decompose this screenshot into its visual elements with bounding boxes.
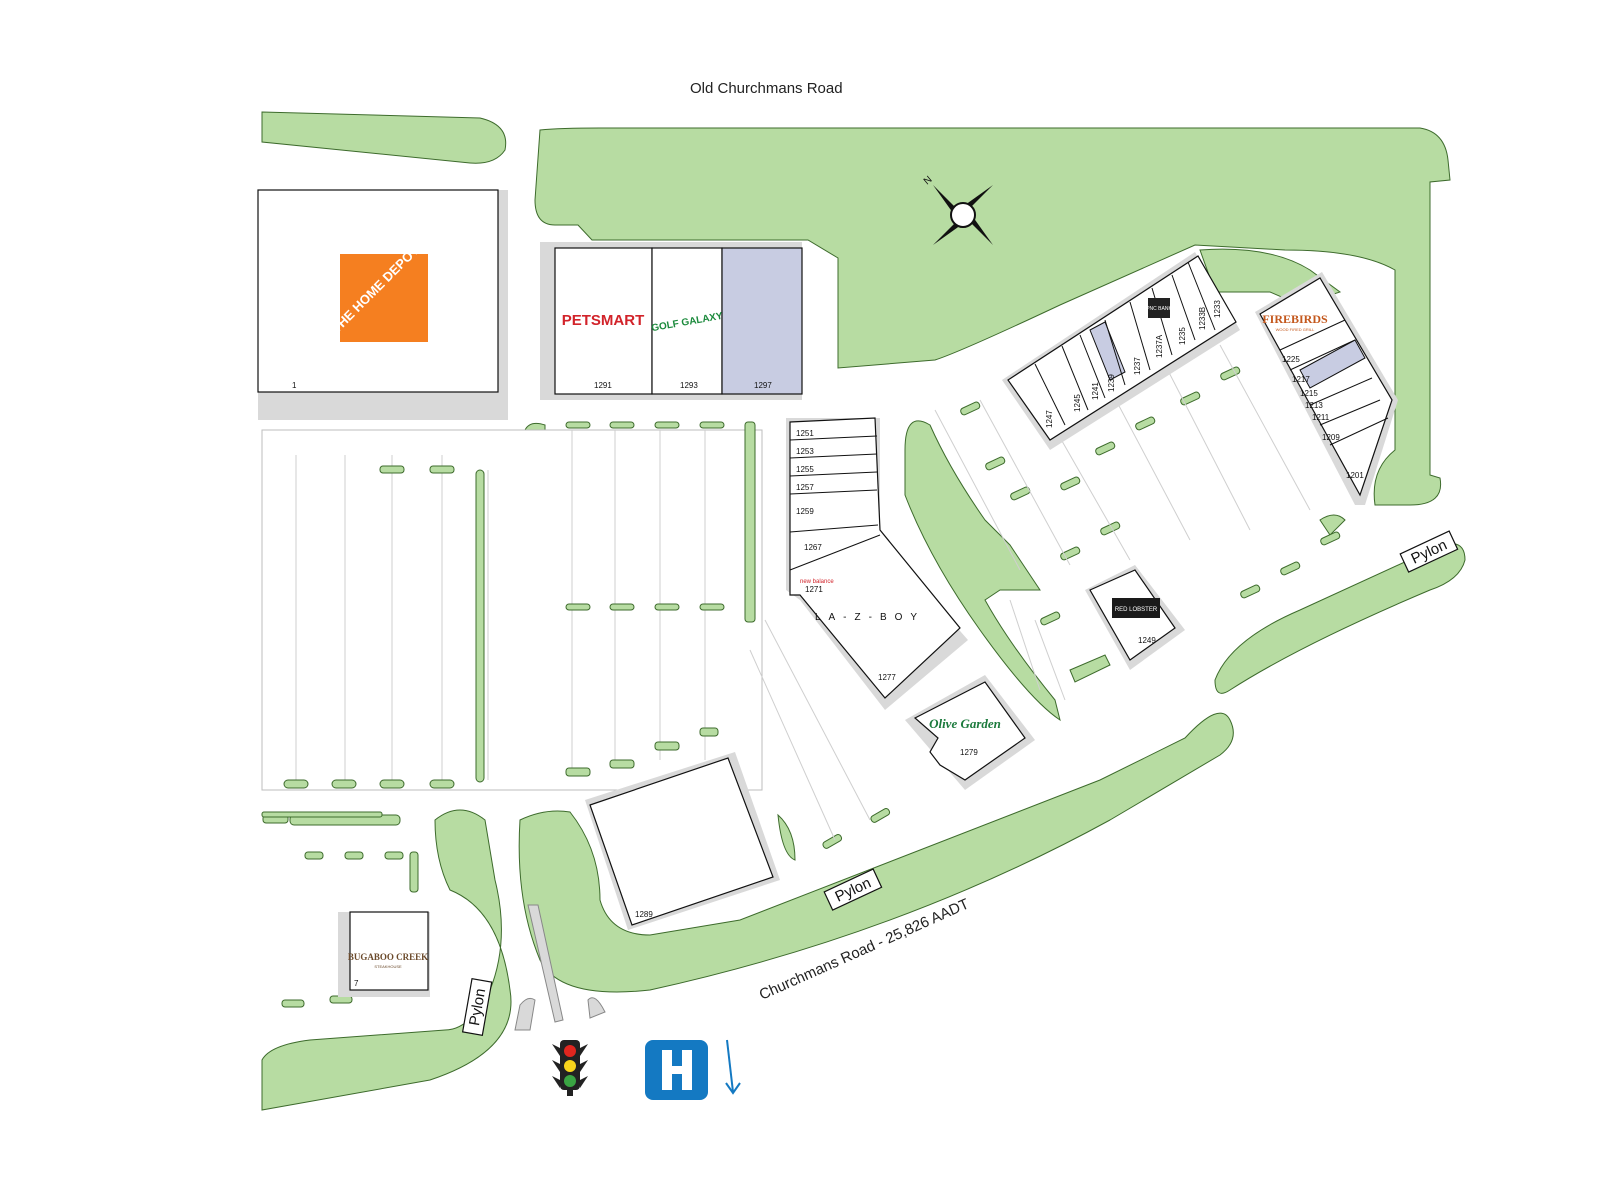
red-lobster-logo-text: RED LOBSTER bbox=[1115, 607, 1158, 613]
parking-stripes bbox=[295, 430, 753, 780]
unit-label: 1297 bbox=[754, 381, 772, 390]
building-firebirds-block: FIREBIRDS WOOD FIRED GRILL 1225 1217 121… bbox=[1255, 272, 1398, 505]
arrow-down-icon bbox=[725, 1039, 741, 1095]
unit-label: 1217 bbox=[1292, 375, 1310, 384]
unit-label: 1201 bbox=[1346, 471, 1364, 480]
home-depot-logo bbox=[340, 254, 428, 342]
unit-label: 1291 bbox=[594, 381, 612, 390]
building-lazboy-strip: 1251 1253 1255 1257 1259 1267 new balanc… bbox=[786, 417, 968, 710]
building-1289[interactable]: 1289 bbox=[585, 752, 780, 930]
unit-label: 1215 bbox=[1300, 389, 1318, 398]
unit-label: 1209 bbox=[1322, 433, 1340, 442]
unit-label: 1293 bbox=[680, 381, 698, 390]
pnc-bank-logo-text: PNC BANK bbox=[1146, 306, 1172, 312]
firebirds-logo: FIREBIRDS bbox=[1262, 312, 1328, 326]
hospital-icon bbox=[645, 1040, 708, 1100]
unit-label: 1225 bbox=[1282, 355, 1300, 364]
unit-label: 1257 bbox=[796, 483, 814, 492]
unit-label: 1233 bbox=[1213, 300, 1222, 318]
unit-label: 1267 bbox=[804, 543, 822, 552]
entrance-islands bbox=[514, 904, 606, 1031]
store-1297-vacant[interactable] bbox=[721, 247, 803, 395]
red-lobster-logo bbox=[1112, 598, 1160, 618]
building-home-depot[interactable]: THE HOME DEPOT 1 bbox=[257, 189, 508, 420]
unit-label: 1259 bbox=[796, 507, 814, 516]
road-label-north: Old Churchmans Road bbox=[690, 80, 843, 97]
unit-label: 1241 bbox=[1091, 382, 1100, 400]
unit-label: 1249 bbox=[1138, 636, 1156, 645]
bugaboo-tagline: STEAKHOUSE bbox=[374, 964, 402, 969]
unit-label: 1277 bbox=[878, 673, 896, 682]
parking-lots bbox=[261, 429, 763, 791]
unit-label: 7 bbox=[354, 979, 359, 988]
unit-label: 1237A bbox=[1155, 334, 1164, 358]
unit-label: 1271 bbox=[805, 585, 823, 594]
firebirds-tagline: WOOD FIRED GRILL bbox=[1276, 327, 1315, 332]
unit-label: 1247 bbox=[1045, 410, 1054, 428]
bugaboo-creek-logo: BUGABOO CREEK bbox=[348, 952, 428, 962]
unit-label: 1237 bbox=[1133, 357, 1142, 375]
unit-label: 1235 bbox=[1178, 327, 1187, 345]
unit-label: 1245 bbox=[1073, 394, 1082, 412]
unit-label: 1213 bbox=[1305, 401, 1323, 410]
pylon-label: Pylon bbox=[466, 987, 489, 1027]
unit-label: 1233B bbox=[1198, 307, 1207, 330]
petsmart-logo: PETSMART bbox=[562, 312, 645, 329]
unit-label: 1289 bbox=[635, 910, 653, 919]
traffic-light-icon bbox=[552, 1040, 588, 1096]
olive-garden-logo: Olive Garden bbox=[929, 716, 1001, 731]
unit-label: 1251 bbox=[796, 429, 814, 438]
building-olive-garden[interactable]: Olive Garden 1279 bbox=[905, 675, 1035, 790]
unit-label: 1239 bbox=[1107, 374, 1116, 392]
building-petsmart-row: PETSMART GOLF GALAXY 1291 1293 1297 bbox=[540, 242, 803, 400]
new-balance-logo: new balance bbox=[800, 579, 834, 585]
unit-label: 1279 bbox=[960, 748, 978, 757]
lazboy-logo: LA-Z-BOY bbox=[815, 612, 925, 623]
building-northeast-row: 1247 1245 1241 1239 1237 1237A 1235 1233… bbox=[1002, 252, 1240, 450]
pnc-bank-logo bbox=[1148, 298, 1170, 318]
unit-label: 1 bbox=[292, 381, 297, 390]
pylon-sign: Pylon bbox=[461, 977, 493, 1037]
building-bugaboo-creek[interactable]: BUGABOO CREEK STEAKHOUSE 7 bbox=[338, 911, 430, 997]
unit-label: 1211 bbox=[1312, 413, 1330, 422]
unit-label: 1253 bbox=[796, 447, 814, 456]
building-red-lobster[interactable]: RED LOBSTER 1249 bbox=[1085, 565, 1185, 670]
store-golf-galaxy[interactable] bbox=[651, 247, 723, 395]
unit-label: 1255 bbox=[796, 465, 814, 474]
